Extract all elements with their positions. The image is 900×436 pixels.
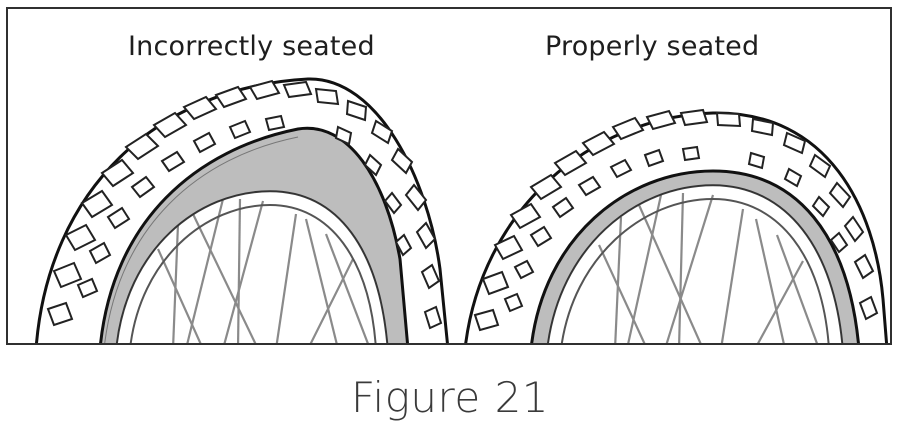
properly-seated-spokes xyxy=(598,192,818,343)
figure-caption: Figure 21 xyxy=(350,373,550,422)
properly-seated-tread-knobs xyxy=(473,108,879,332)
tire-properly-seated-illustration xyxy=(464,108,889,343)
incorrectly-seated-label: Incorrectly seated xyxy=(128,31,375,62)
properly-seated-label: Properly seated xyxy=(545,31,760,62)
tire-incorrectly-seated-illustration xyxy=(35,77,449,343)
figure-frame: Incorrectly seated Properly seated xyxy=(6,7,892,345)
incorrectly-seated-tread-knobs xyxy=(46,79,443,330)
incorrectly-seated-spokes xyxy=(156,198,369,343)
